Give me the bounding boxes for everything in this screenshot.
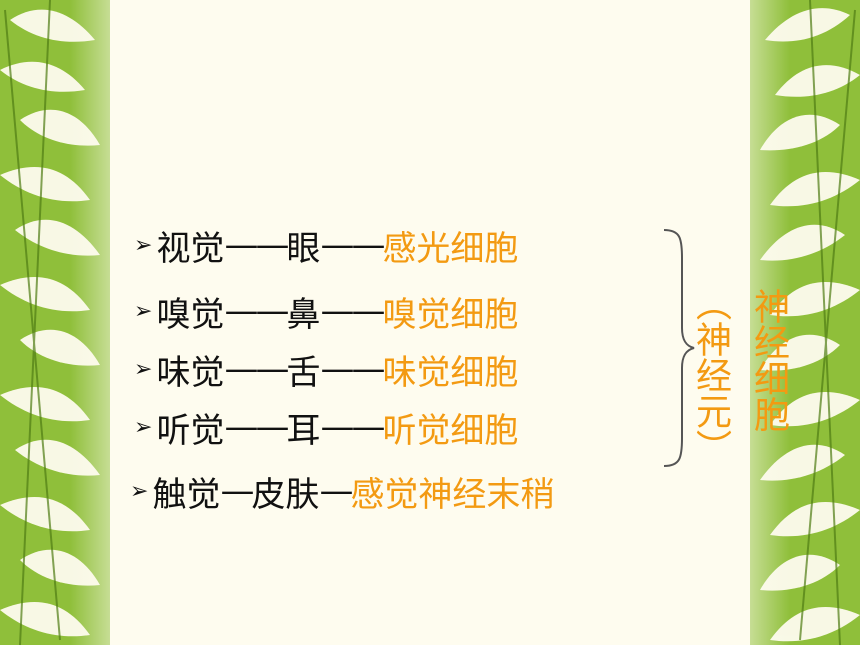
sense-row-touch: ➢ 触觉 — 皮肤 — 感觉神经末稍 (130, 466, 554, 516)
organ-name: 鼻 (286, 294, 321, 335)
dash: —— (320, 291, 385, 331)
arrow-bullet-icon: ➢ (134, 232, 153, 258)
sense-row-hearing: ➢ 听觉 —— 耳 —— 听觉细胞 (134, 402, 518, 452)
neuron-alt-label: （神经元） (690, 285, 731, 465)
organ-name: 眼 (286, 228, 321, 269)
sense-row-smell: ➢ 嗅觉 —— 鼻 —— 嗅觉细胞 (134, 286, 518, 336)
sense-name: 味觉 (156, 352, 225, 393)
arrow-bullet-icon: ➢ (130, 478, 149, 504)
sense-name: 触觉 (152, 474, 221, 515)
arrow-bullet-icon: ➢ (134, 414, 153, 440)
receptor-cell: 感觉神经末稍 (350, 474, 555, 515)
dash: —— (224, 349, 289, 389)
dash: — (220, 471, 254, 511)
organ-name: 舌 (286, 352, 321, 393)
arrow-bullet-icon: ➢ (134, 356, 153, 382)
dash: —— (320, 407, 385, 447)
sense-name: 视觉 (156, 228, 225, 269)
dash: —— (320, 225, 385, 265)
right-brace (663, 229, 695, 467)
dash: —— (320, 349, 385, 389)
receptor-cell: 味觉细胞 (382, 352, 519, 393)
sense-row-vision: ➢ 视觉 —— 眼 —— 感光细胞 (134, 220, 518, 270)
dash: —— (224, 291, 289, 331)
organ-name: 耳 (286, 410, 321, 451)
dash: —— (224, 225, 289, 265)
arrow-bullet-icon: ➢ (134, 298, 153, 324)
dash: — (319, 471, 353, 511)
dash: —— (224, 407, 289, 447)
receptor-cell: 感光细胞 (382, 228, 519, 269)
nerve-cell-label: 神经细胞 (748, 288, 789, 432)
sense-name: 嗅觉 (156, 294, 225, 335)
organ-name: 皮肤 (251, 474, 320, 515)
sense-name: 听觉 (156, 410, 225, 451)
sense-row-taste: ➢ 味觉 —— 舌 —— 味觉细胞 (134, 344, 518, 394)
receptor-cell: 听觉细胞 (382, 410, 519, 451)
fade-left (70, 0, 150, 645)
receptor-cell: 嗅觉细胞 (382, 294, 519, 335)
fade-right (710, 0, 790, 645)
